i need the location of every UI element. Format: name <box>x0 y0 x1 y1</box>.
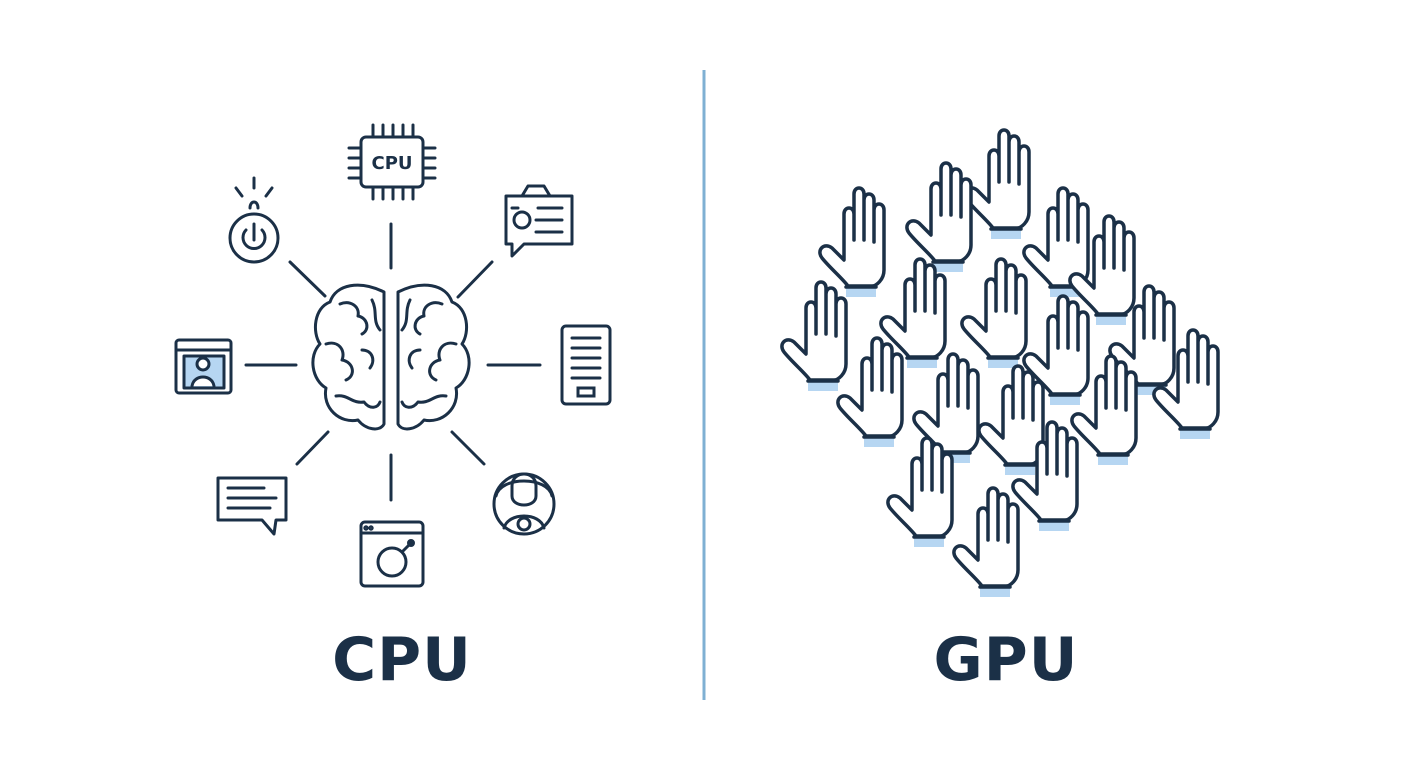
raised-hand-icon <box>818 186 886 299</box>
cpu-title: CPU <box>332 625 472 695</box>
profile-window-icon <box>174 338 233 395</box>
gpu-hands-group <box>780 128 1220 599</box>
raised-hand-icon <box>963 128 1031 241</box>
brain-icon <box>311 283 471 431</box>
cpu-connectors <box>244 222 542 502</box>
browser-window-icon <box>359 520 425 588</box>
presentation-icon <box>504 184 574 258</box>
raised-hand-icon <box>952 486 1020 599</box>
cpu-chip-icon <box>347 123 437 201</box>
power-button-icon <box>228 176 280 264</box>
raised-hand-icon <box>886 436 954 549</box>
cpu-chip-label: CPU <box>371 153 412 174</box>
raised-hand-icon <box>780 280 848 393</box>
gpu-title: GPU <box>933 625 1079 695</box>
raised-hand-icon <box>960 257 1028 370</box>
document-icon <box>560 324 612 406</box>
raised-hand-icon <box>977 364 1045 477</box>
chat-bubble-icon <box>216 476 288 536</box>
user-avatar-icon <box>492 472 556 536</box>
raised-hand-icon <box>905 161 973 274</box>
